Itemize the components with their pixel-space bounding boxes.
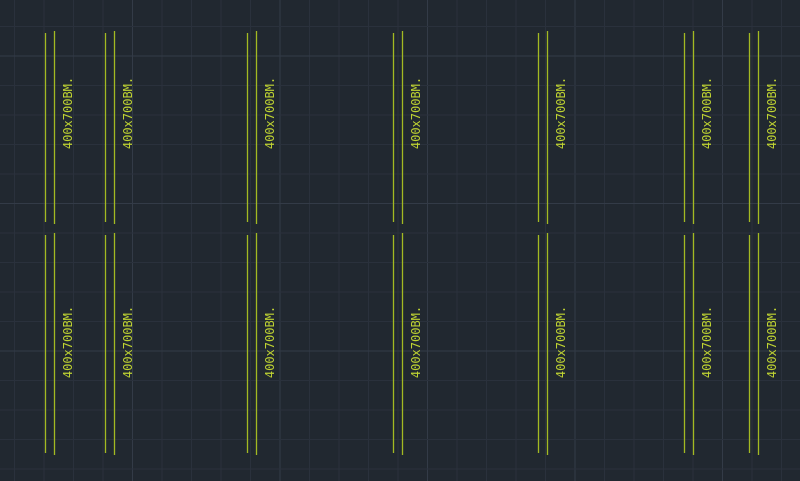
beam-top-3: 400x700BM. (246, 31, 277, 224)
beams: 400x700BM. 400x700BM. 400x700BM. 400x700BM.… (44, 31, 779, 455)
beam-size-label[interactable]: 400x700BM. (765, 306, 779, 378)
beam-top-1: 400x700BM. (44, 31, 75, 224)
beam-size-label[interactable]: 400x700BM. (700, 77, 714, 149)
beam-bottom-5: 400x700BM. (537, 233, 568, 455)
beam-bottom-6: 400x700BM. (683, 233, 714, 455)
beam-size-label[interactable]: 400x700BM. (700, 306, 714, 378)
beam-size-label[interactable]: 400x700BM. (263, 306, 277, 378)
beam-size-label[interactable]: 400x700BM. (409, 77, 423, 149)
beam-bottom-4: 400x700BM. (392, 233, 423, 455)
beam-size-label[interactable]: 400x700BM. (61, 77, 75, 149)
beam-bottom-1: 400x700BM. (44, 233, 75, 455)
beam-size-label[interactable]: 400x700BM. (554, 77, 568, 149)
beam-size-label[interactable]: 400x700BM. (554, 306, 568, 378)
beam-bottom-7: 400x700BM. (748, 233, 779, 455)
beam-bottom-3: 400x700BM. (246, 233, 277, 455)
beam-top-5: 400x700BM. (537, 31, 568, 224)
beam-size-label[interactable]: 400x700BM. (409, 306, 423, 378)
beam-size-label[interactable]: 400x700BM. (765, 77, 779, 149)
beam-top-6: 400x700BM. (683, 31, 714, 224)
beam-size-label[interactable]: 400x700BM. (263, 77, 277, 149)
beam-size-label[interactable]: 400x700BM. (121, 77, 135, 149)
beam-top-2: 400x700BM. (104, 31, 135, 224)
beam-size-label[interactable]: 400x700BM. (61, 306, 75, 378)
beam-bottom-2: 400x700BM. (104, 233, 135, 455)
beam-top-4: 400x700BM. (392, 31, 423, 224)
beam-top-7: 400x700BM. (748, 31, 779, 224)
beam-size-label[interactable]: 400x700BM. (121, 306, 135, 378)
